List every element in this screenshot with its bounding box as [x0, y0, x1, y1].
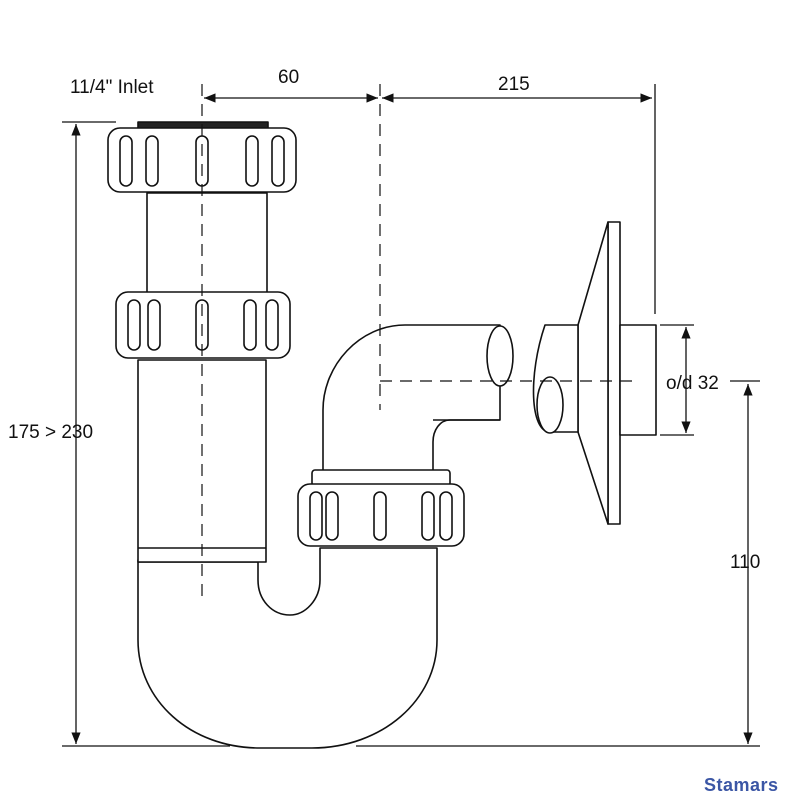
dim-outlet-height-label: 110 — [730, 552, 761, 573]
wall-plate — [607, 221, 621, 525]
outlet-elbow — [322, 324, 501, 473]
dim-width-outlet-label: 215 — [498, 74, 530, 95]
right-nut — [297, 483, 465, 547]
dim-width-top-label: 60 — [278, 67, 300, 88]
left-tube-upper — [146, 192, 268, 294]
outlet-pipe-end — [536, 376, 564, 434]
wall-flange — [577, 221, 609, 525]
dim-height-label: 175 > 230 — [8, 422, 94, 443]
middle-nut — [115, 291, 291, 359]
top-nut — [107, 127, 297, 193]
u-bend — [137, 547, 438, 749]
inlet-label: 11/4" Inlet — [70, 77, 154, 98]
brand-watermark: Stamars — [704, 775, 779, 795]
outlet-od-label: o/d 32 — [666, 373, 719, 394]
wall-boss — [619, 324, 657, 436]
elbow-open-end — [486, 325, 514, 387]
